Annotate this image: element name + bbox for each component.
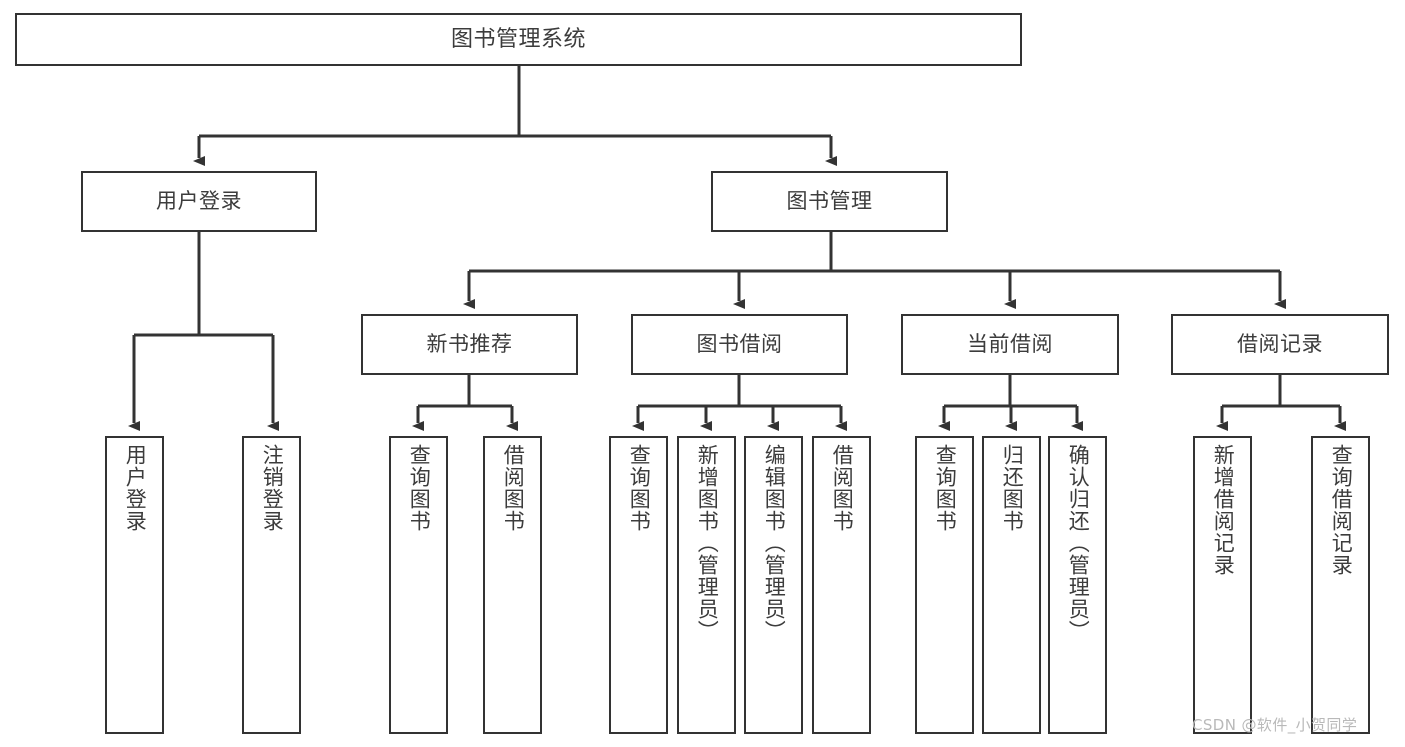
node-label: 用户登录 [123,444,148,532]
node-leaf-add-book-admin[interactable]: 新增图书（管理员） [677,436,736,734]
node-leaf-logout-login[interactable]: 注销登录 [242,436,301,734]
node-leaf-confirm-return-admin[interactable]: 确认归还（管理员） [1048,436,1107,734]
node-current-borrow[interactable]: 当前借阅 [901,314,1119,375]
node-label: 图书借阅 [696,332,783,357]
node-leaf-borrow-book-recommend[interactable]: 借阅图书 [483,436,542,734]
node-label: 查询借阅记录 [1329,444,1354,576]
node-leaf-return-book[interactable]: 归还图书 [982,436,1041,734]
node-label: 借阅图书 [830,444,855,532]
node-book-borrow[interactable]: 图书借阅 [631,314,848,375]
node-label: 确认归还（管理员） [1066,444,1091,642]
node-label: 查询图书 [407,444,432,532]
node-label: 编辑图书（管理员） [762,444,787,642]
node-leaf-query-book-borrow[interactable]: 查询图书 [609,436,668,734]
node-label: 查询图书 [933,444,958,532]
node-leaf-query-book-current[interactable]: 查询图书 [915,436,974,734]
node-label: 新书推荐 [426,332,513,357]
csdn-watermark: CSDN @软件_小贺同学 [1192,716,1358,734]
node-book-management-system[interactable]: 图书管理系统 [15,13,1022,66]
node-label: 注销登录 [260,444,285,532]
node-borrow-record[interactable]: 借阅记录 [1171,314,1389,375]
node-label: 借阅记录 [1237,332,1323,357]
node-leaf-query-borrow-record[interactable]: 查询借阅记录 [1311,436,1370,734]
node-label: 用户登录 [156,189,242,214]
node-leaf-add-borrow-record[interactable]: 新增借阅记录 [1193,436,1252,734]
node-label: 新增图书（管理员） [695,444,720,642]
node-leaf-query-book-recommend[interactable]: 查询图书 [389,436,448,734]
node-user-login[interactable]: 用户登录 [81,171,317,232]
node-label: 新增借阅记录 [1211,444,1236,576]
node-leaf-borrow-book[interactable]: 借阅图书 [812,436,871,734]
node-label: 借阅图书 [501,444,526,532]
node-label: 查询图书 [627,444,652,532]
node-label: 图书管理 [786,189,873,214]
node-book-management[interactable]: 图书管理 [711,171,948,232]
node-label: 当前借阅 [967,332,1053,357]
node-label: 归还图书 [1000,444,1025,532]
node-leaf-user-login[interactable]: 用户登录 [105,436,164,734]
node-new-book-recommend[interactable]: 新书推荐 [361,314,578,375]
node-leaf-edit-book-admin[interactable]: 编辑图书（管理员） [744,436,803,734]
node-label: 图书管理系统 [450,26,586,52]
